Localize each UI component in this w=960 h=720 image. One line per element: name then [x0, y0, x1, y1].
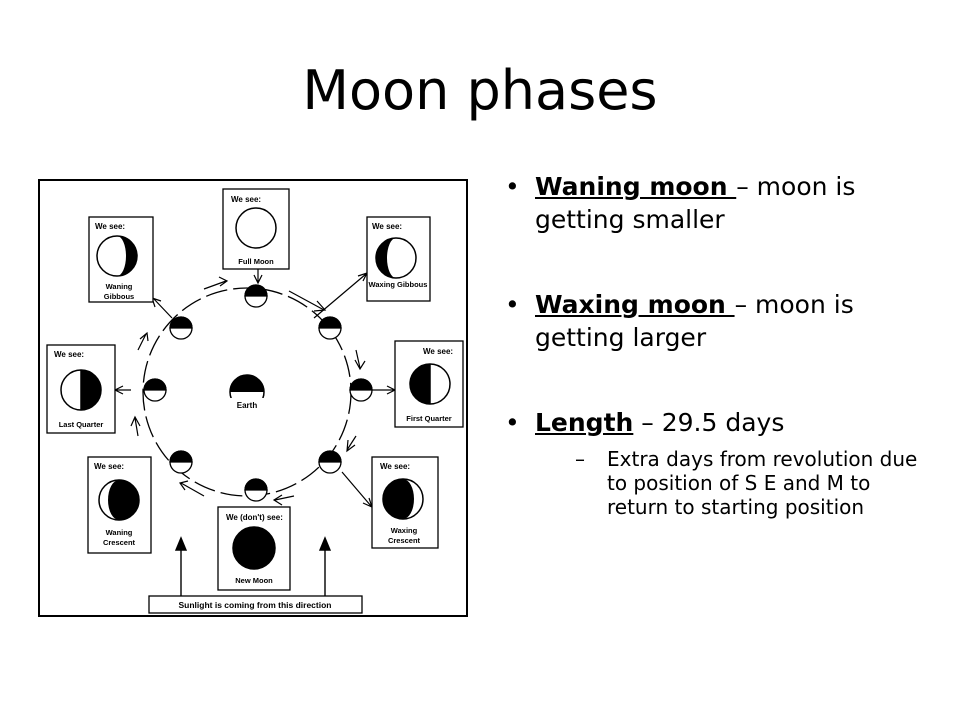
phase-box-waxing-crescent: We see: Waxing Crescent — [371, 456, 439, 549]
svg-text:Crescent: Crescent — [388, 536, 421, 545]
phase-box-waning-gibbous: We see: Waning Gibbous — [88, 216, 154, 303]
bullet-text: – 29.5 days — [633, 408, 785, 437]
phase-box-full-moon: We see: Full Moon — [222, 188, 290, 270]
sunlight-caption: Sunlight is coming from this direction — [148, 595, 363, 614]
orbit-moon — [318, 316, 342, 340]
svg-text:We see:: We see: — [54, 350, 84, 359]
sunlight-arrows — [174, 536, 332, 596]
bullet-waxing-moon: Waxing moon – moon is getting larger — [505, 288, 925, 354]
orbit-moon — [143, 378, 167, 402]
phase-box-last-quarter: We see: Last Quarter — [46, 344, 116, 434]
bullet-term: Waxing moon — [535, 290, 735, 319]
svg-text:Waning: Waning — [106, 282, 133, 291]
orbit-moon — [169, 450, 193, 474]
phase-box-waxing-gibbous: We see: Waxing Gibbous — [366, 216, 431, 302]
svg-text:Sunlight is coming from this d: Sunlight is coming from this direction — [178, 600, 331, 610]
svg-text:Gibbous: Gibbous — [104, 292, 134, 301]
svg-text:We see:: We see: — [231, 195, 261, 204]
svg-text:New Moon: New Moon — [235, 576, 273, 585]
svg-text:We see:: We see: — [423, 347, 453, 356]
moon-phases-diagram: Earth We see: Full Moon We see: Waxing G… — [38, 179, 468, 617]
svg-text:We (don't) see:: We (don't) see: — [226, 513, 283, 522]
orbit-moon — [244, 284, 268, 308]
orbit-moon — [169, 316, 193, 340]
svg-text:We see:: We see: — [94, 462, 124, 471]
slide-title: Moon phases — [302, 59, 658, 122]
svg-text:Waxing: Waxing — [391, 526, 418, 535]
bullet-list: Waning moon – moon is getting smaller Wa… — [505, 170, 925, 519]
bullet-term: Length — [535, 408, 634, 437]
svg-text:First Quarter: First Quarter — [406, 414, 452, 423]
svg-text:We see:: We see: — [95, 222, 125, 231]
phase-box-new-moon: We (don't) see: New Moon — [217, 506, 291, 591]
bullet-text: – moon is getting larger — [535, 290, 854, 352]
phase-box-first-quarter: We see: First Quarter — [394, 340, 464, 428]
bullet-waning-moon: Waning moon – moon is getting smaller — [505, 170, 925, 236]
svg-text:We see:: We see: — [372, 222, 402, 231]
bullet-term: Waning moon — [535, 172, 737, 201]
bullet-length: Length – 29.5 days Extra days from revol… — [505, 406, 925, 519]
svg-text:Waxing Gibbous: Waxing Gibbous — [369, 280, 428, 289]
svg-text:Crescent: Crescent — [103, 538, 136, 547]
svg-text:Last Quarter: Last Quarter — [59, 420, 104, 429]
svg-text:Full Moon: Full Moon — [238, 257, 274, 266]
orbit-arrows — [130, 276, 366, 506]
earth-label: Earth — [237, 401, 258, 410]
orbit-moon — [318, 450, 342, 474]
orbit-moons — [143, 284, 373, 502]
orbit-moon — [349, 378, 373, 402]
svg-text:Waning: Waning — [106, 528, 133, 537]
sub-bullet-extra-days: Extra days from revolution due to positi… — [535, 447, 925, 519]
svg-text:We see:: We see: — [380, 462, 410, 471]
orbit-moon — [244, 478, 268, 502]
phase-box-waning-crescent: We see: Waning Crescent — [87, 456, 152, 554]
earth: Earth — [226, 374, 268, 410]
bullet-text: – moon is getting smaller — [535, 172, 856, 234]
